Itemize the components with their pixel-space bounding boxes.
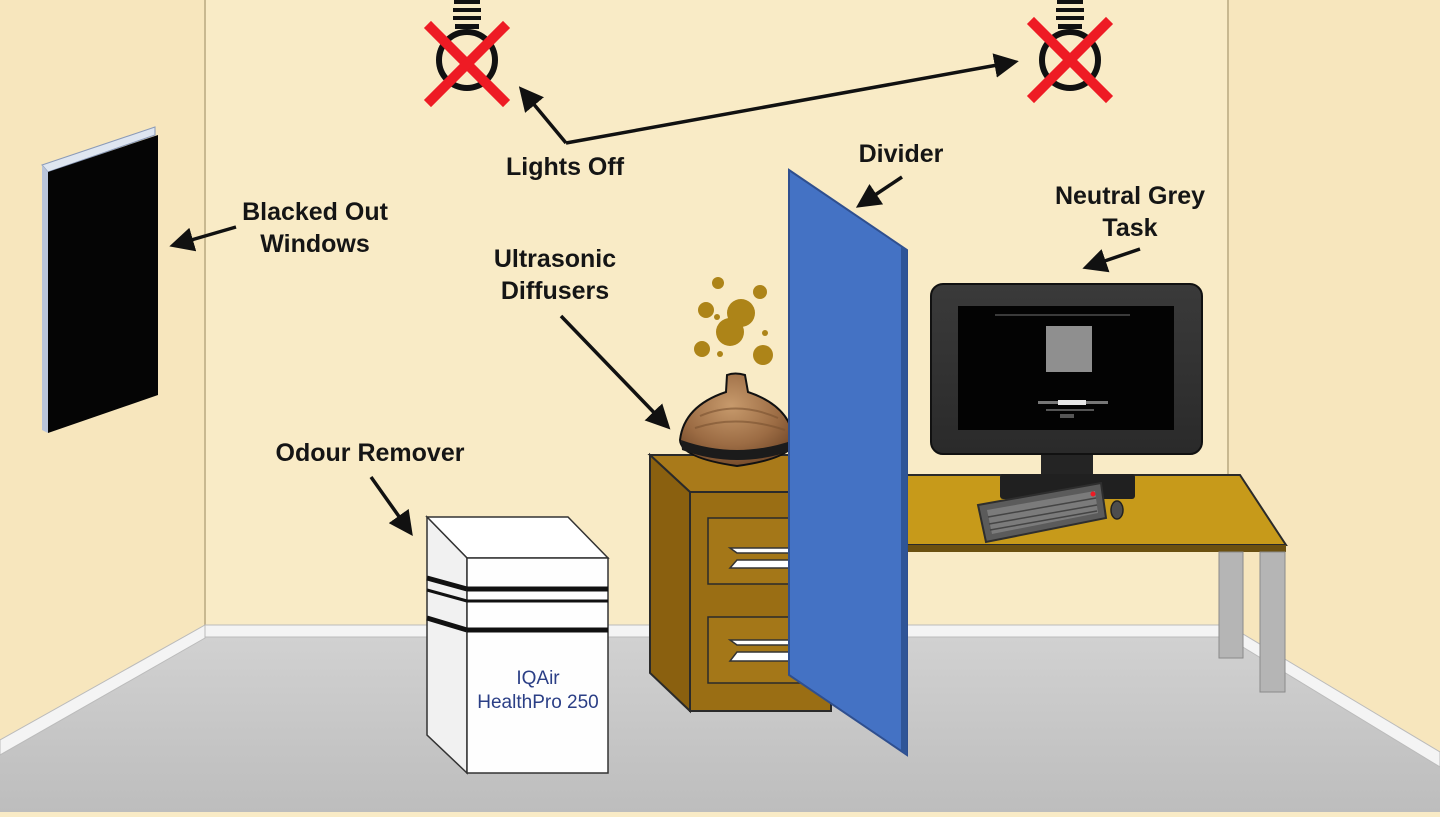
monitor [930, 283, 1203, 499]
lights-off-label: Lights Off [490, 151, 640, 183]
lights-off-text: Lights Off [505, 153, 625, 181]
arrow-diffusers [559, 314, 671, 430]
neutral-grey-line2: Task [1102, 214, 1158, 242]
divider-panel [788, 168, 908, 757]
arrow-windows [169, 225, 237, 252]
blacked-out-window [41, 126, 158, 433]
divider-text: Divider [858, 140, 944, 168]
floor [0, 630, 1440, 812]
cross-icon [1026, 16, 1114, 104]
light-bulb-icon [1039, 0, 1101, 91]
neutral-grey-line1: Neutral Grey [1054, 182, 1206, 210]
arrow-task [1082, 247, 1141, 273]
air-purifier [425, 515, 610, 775]
neutral-grey-task-label: Neutral Grey Task [1035, 180, 1225, 244]
keyboard-icon [976, 481, 1108, 544]
purifier-brand-label: IQAir HealthPro 250 [462, 667, 614, 715]
light-bulb-icon [436, 0, 498, 91]
ultrasonic-diffusers-label: Ultrasonic Diffusers [475, 243, 635, 307]
bubbles-icon [694, 277, 773, 365]
purifier-brand-line2: HealthPro 250 [477, 692, 599, 713]
cross-icon [423, 20, 511, 108]
purifier-brand-line1: IQAir [516, 668, 560, 689]
arrow-odour [369, 475, 413, 536]
arrow-lights-right [565, 53, 1019, 145]
arrow-divider [855, 175, 903, 208]
skirting-left [0, 624, 206, 756]
blacked-out-line2: Windows [260, 230, 370, 258]
odour-remover-text: Odour Remover [275, 439, 465, 467]
divider-label: Divider [841, 138, 961, 170]
diffusers-line2: Diffusers [500, 277, 610, 305]
mouse-icon [1110, 500, 1124, 520]
blacked-out-line1: Blacked Out [242, 198, 388, 226]
odour-remover-label: Odour Remover [255, 437, 485, 469]
blacked-out-windows-label: Blacked Out Windows [220, 196, 410, 260]
grey-patch [1046, 326, 1092, 372]
arrow-lights-left [518, 86, 568, 145]
diffusers-line1: Ultrasonic [493, 245, 617, 273]
diffuser [678, 372, 796, 468]
